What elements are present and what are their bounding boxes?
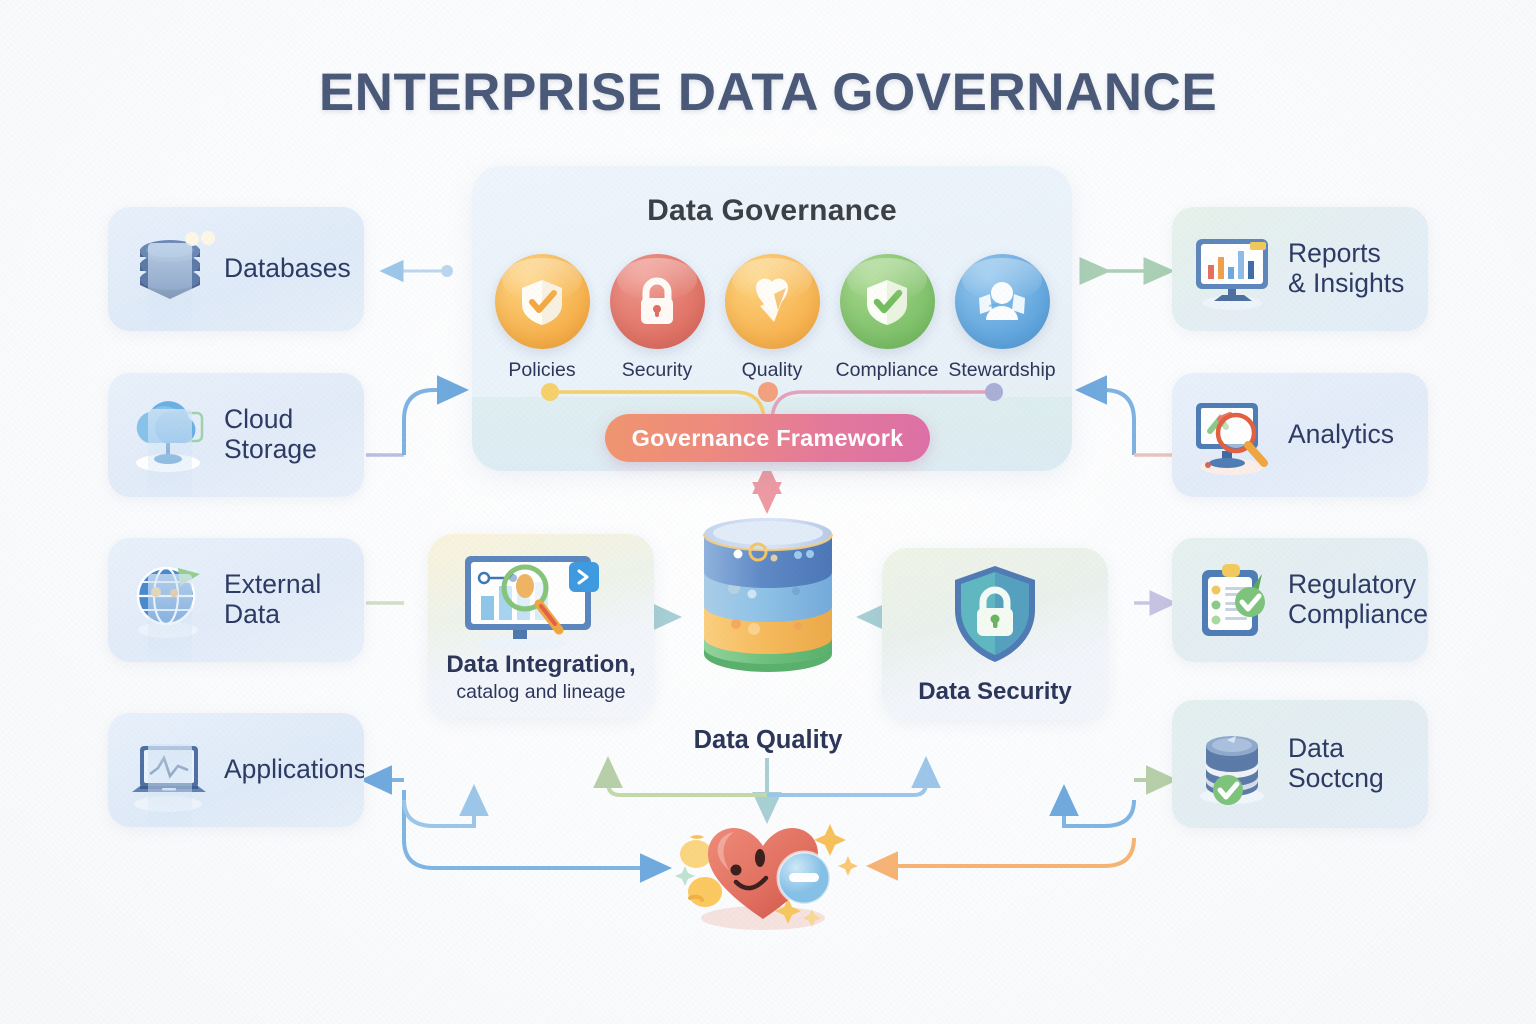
pillar-stewardship[interactable]: Stewardship bbox=[948, 254, 1056, 382]
source-label: External Data bbox=[224, 569, 322, 629]
output-label: Analytics bbox=[1288, 419, 1395, 450]
wire-databases bbox=[379, 259, 453, 283]
connector-dot-center bbox=[758, 382, 778, 402]
shield-check-icon bbox=[839, 254, 935, 349]
pillar-label: Security bbox=[621, 359, 693, 381]
monitor-magnifier-icon bbox=[451, 550, 631, 652]
governance-heading: Data Governance bbox=[647, 194, 897, 227]
cloud-icon bbox=[122, 387, 218, 497]
integration-title: Data Integration, bbox=[446, 651, 636, 678]
pillar-compliance[interactable]: Compliance bbox=[833, 254, 941, 382]
integration-text: Data Integration, catalog and lineage bbox=[428, 651, 654, 704]
governance-framework-pill[interactable]: Governance Framework bbox=[605, 414, 930, 462]
output-label: Regulatory Compliance bbox=[1288, 569, 1428, 629]
connector-dot-left bbox=[541, 383, 559, 401]
pedestal bbox=[148, 744, 192, 827]
shield-check-icon bbox=[494, 254, 590, 349]
wire-bottom-right-bracket bbox=[767, 756, 941, 797]
happy-heart-icon bbox=[660, 806, 870, 941]
shield-lock-icon bbox=[939, 562, 1051, 666]
pedestal bbox=[148, 574, 192, 662]
clipboard-check-icon bbox=[1186, 552, 1282, 648]
pillar-label: Policies bbox=[508, 359, 576, 381]
laptop-chart-icon bbox=[122, 722, 218, 827]
output-card-reports[interactable]: Reports & Insights bbox=[1172, 207, 1428, 331]
source-card-cloud-storage[interactable]: Cloud Storage bbox=[108, 373, 364, 497]
source-label: Databases bbox=[224, 253, 351, 284]
pillar-policies[interactable]: Policies bbox=[488, 254, 596, 382]
source-card-databases[interactable]: Databases bbox=[108, 207, 364, 331]
shield-heart-icon bbox=[724, 254, 820, 349]
database-check-icon bbox=[1186, 716, 1282, 812]
data-security-box[interactable]: Data Security bbox=[882, 548, 1108, 720]
page-title: ENTERPRISE DATA GOVERNANCE bbox=[318, 63, 1218, 122]
output-card-analytics[interactable]: Analytics bbox=[1172, 373, 1428, 497]
governance-panel: Data Governance Policies bbox=[472, 166, 1072, 471]
data-quality-label: Data Quality bbox=[693, 726, 843, 754]
output-card-regulatory-compliance[interactable]: Regulatory Compliance bbox=[1172, 538, 1428, 662]
integration-subtitle: catalog and lineage bbox=[456, 681, 626, 703]
database-stack-icon bbox=[122, 221, 218, 331]
pillar-security[interactable]: Security bbox=[603, 254, 711, 382]
source-label: Cloud Storage bbox=[224, 404, 317, 464]
source-card-external-data[interactable]: External Data bbox=[108, 538, 364, 662]
data-integration-box[interactable]: Data Integration, catalog and lineage bbox=[428, 534, 654, 718]
source-label: Applications bbox=[224, 754, 364, 785]
pedestal bbox=[148, 243, 192, 331]
pillar-label: Compliance bbox=[835, 359, 939, 381]
pedestal bbox=[148, 409, 192, 497]
wire-left-bus bbox=[360, 375, 672, 883]
monitor-bars-icon bbox=[1186, 221, 1282, 317]
pillar-row: Policies Security bbox=[488, 254, 1056, 382]
lock-icon bbox=[609, 254, 705, 349]
security-text: Data Security bbox=[882, 678, 1108, 706]
pillar-label: Stewardship bbox=[948, 359, 1056, 381]
monitor-magnifier-icon bbox=[1186, 387, 1282, 483]
connector-dot-right bbox=[985, 383, 1003, 401]
output-label: Reports & Insights bbox=[1288, 238, 1405, 298]
wire-bottom-left-bracket bbox=[593, 756, 767, 797]
people-icon bbox=[954, 254, 1050, 349]
source-card-applications[interactable]: Applications bbox=[108, 713, 364, 827]
globe-flag-icon bbox=[122, 552, 218, 662]
output-card-data-sorting[interactable]: Data Soctcng bbox=[1172, 700, 1428, 828]
wire-orange-to-heart bbox=[866, 837, 1136, 881]
security-title: Data Security bbox=[918, 678, 1072, 705]
data-cylinder-icon bbox=[686, 508, 850, 688]
pillar-quality[interactable]: Quality bbox=[718, 254, 826, 382]
output-label: Data Soctcng bbox=[1288, 733, 1384, 793]
pillar-label: Quality bbox=[741, 359, 803, 381]
wire-right-bus bbox=[1049, 375, 1178, 862]
